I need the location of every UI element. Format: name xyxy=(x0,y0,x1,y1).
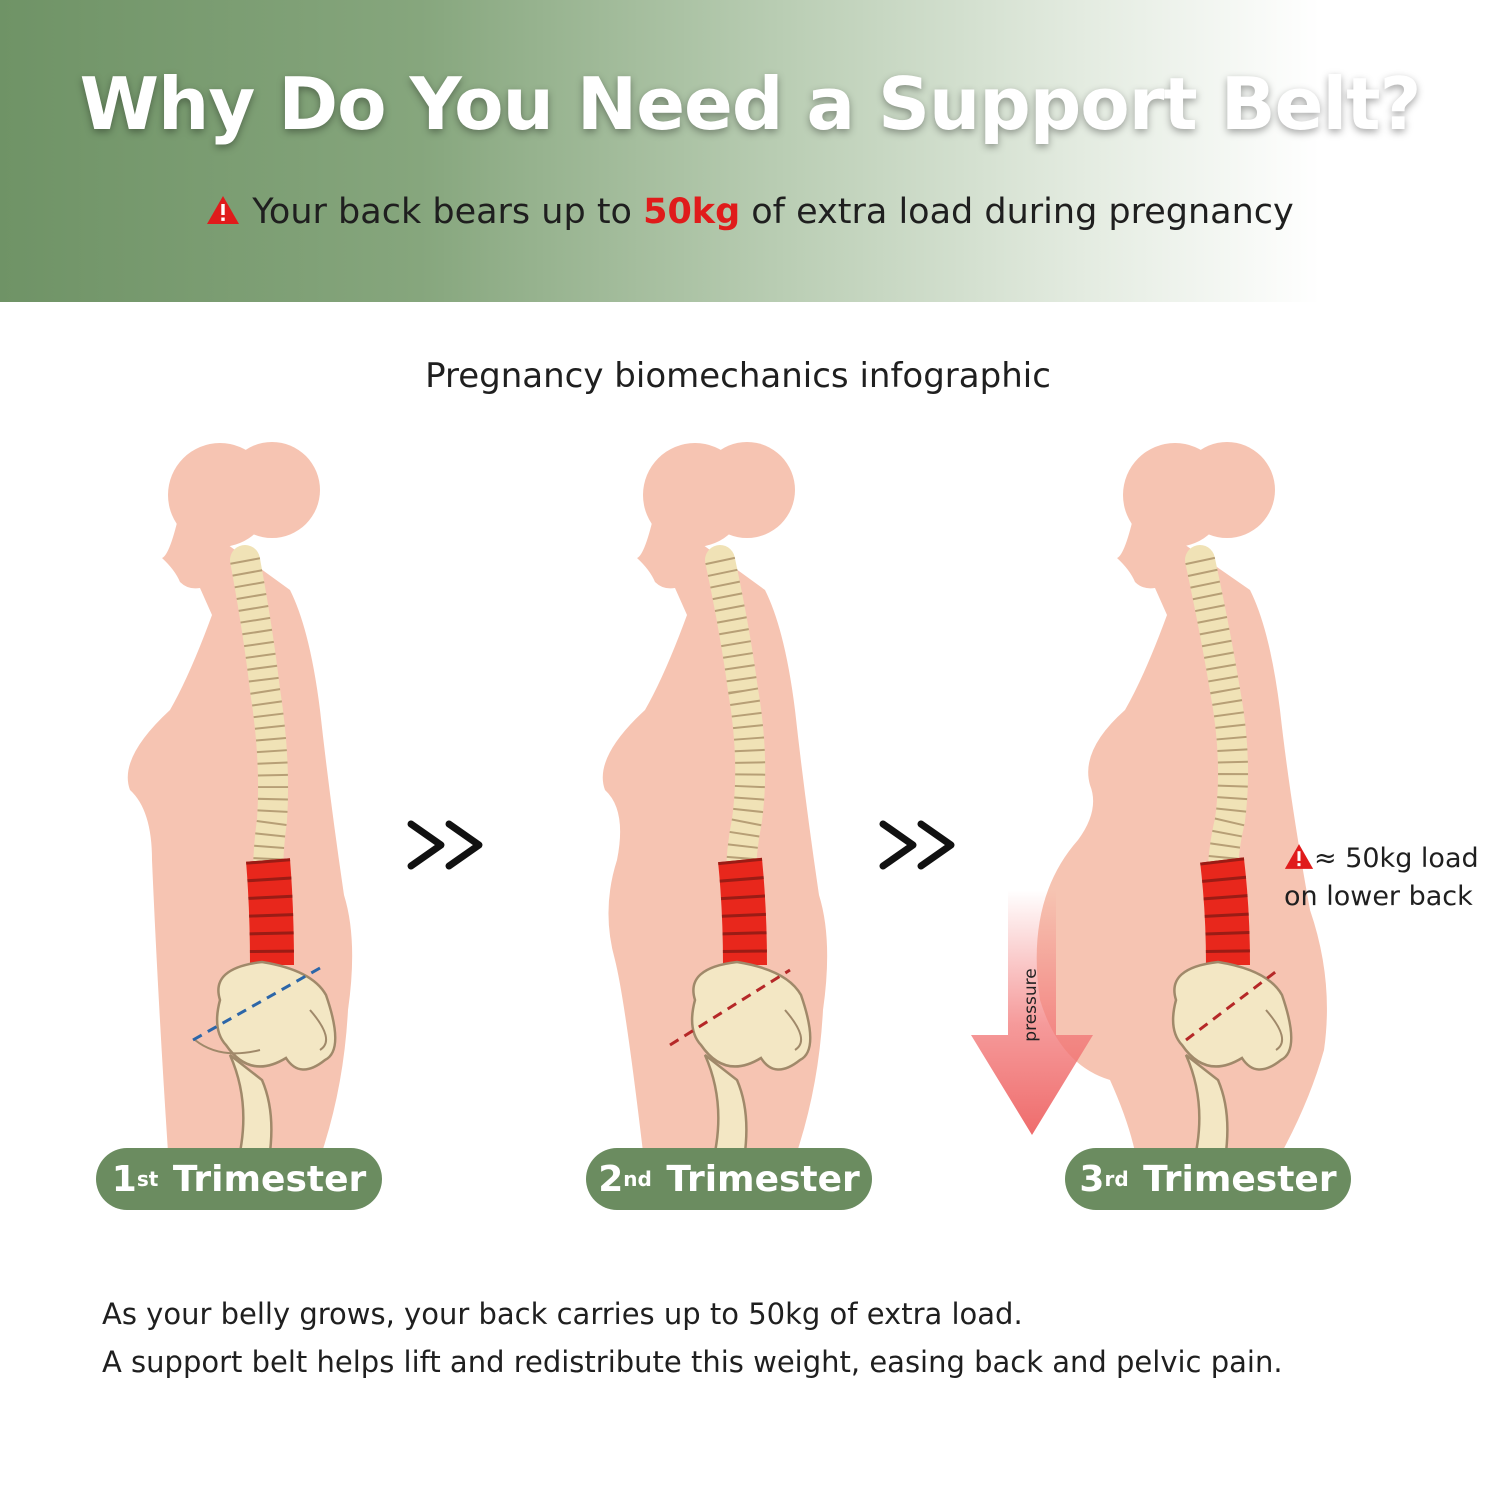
load-note-line-1: ≈ 50kg load xyxy=(1284,840,1479,878)
pelvis xyxy=(1171,960,1293,1154)
pelvic-tilt-line xyxy=(669,968,791,1047)
subline-highlight: 50kg xyxy=(643,192,741,232)
bottom-line-1: As your belly grows, your back carries u… xyxy=(102,1297,1023,1331)
bottom-line-2: A support belt helps lift and redistribu… xyxy=(102,1345,1283,1379)
load-note: ≈ 50kg load on lower back xyxy=(1284,840,1479,916)
spine xyxy=(1185,545,1250,966)
load-note-line-2: on lower back xyxy=(1284,881,1473,912)
subline-text-pre: Your back bears up to xyxy=(252,192,644,232)
pelvic-tilt-line xyxy=(192,966,321,1042)
page-title: Why Do You Need a Support Belt? xyxy=(79,62,1422,146)
subline-text-post: of extra load during pregnancy xyxy=(740,192,1294,232)
figure-2nd-trimester xyxy=(602,442,828,1154)
spine xyxy=(230,545,294,966)
header-subline: Your back bears up to 50kg of extra load… xyxy=(0,192,1500,234)
warning-triangle-icon xyxy=(1284,844,1314,869)
bottom-explanation: As your belly grows, your back carries u… xyxy=(102,1290,1283,1386)
pelvic-tilt-line xyxy=(1185,968,1279,1042)
figure-1st-trimester xyxy=(127,442,353,1154)
pressure-arrow: pressure xyxy=(971,890,1093,1135)
pressure-label: pressure xyxy=(1021,968,1041,1041)
header-banner: Why Do You Need a Support Belt? Your bac… xyxy=(0,0,1500,302)
chevron-right-icon xyxy=(407,820,483,870)
infographic-caption: Pregnancy biomechanics infographic xyxy=(425,356,1051,396)
spine xyxy=(705,545,767,966)
pelvis xyxy=(690,960,812,1154)
figure-3rd-trimester xyxy=(1036,442,1327,1154)
warning-triangle-icon xyxy=(206,194,240,234)
chevron-right-icon xyxy=(879,820,955,870)
